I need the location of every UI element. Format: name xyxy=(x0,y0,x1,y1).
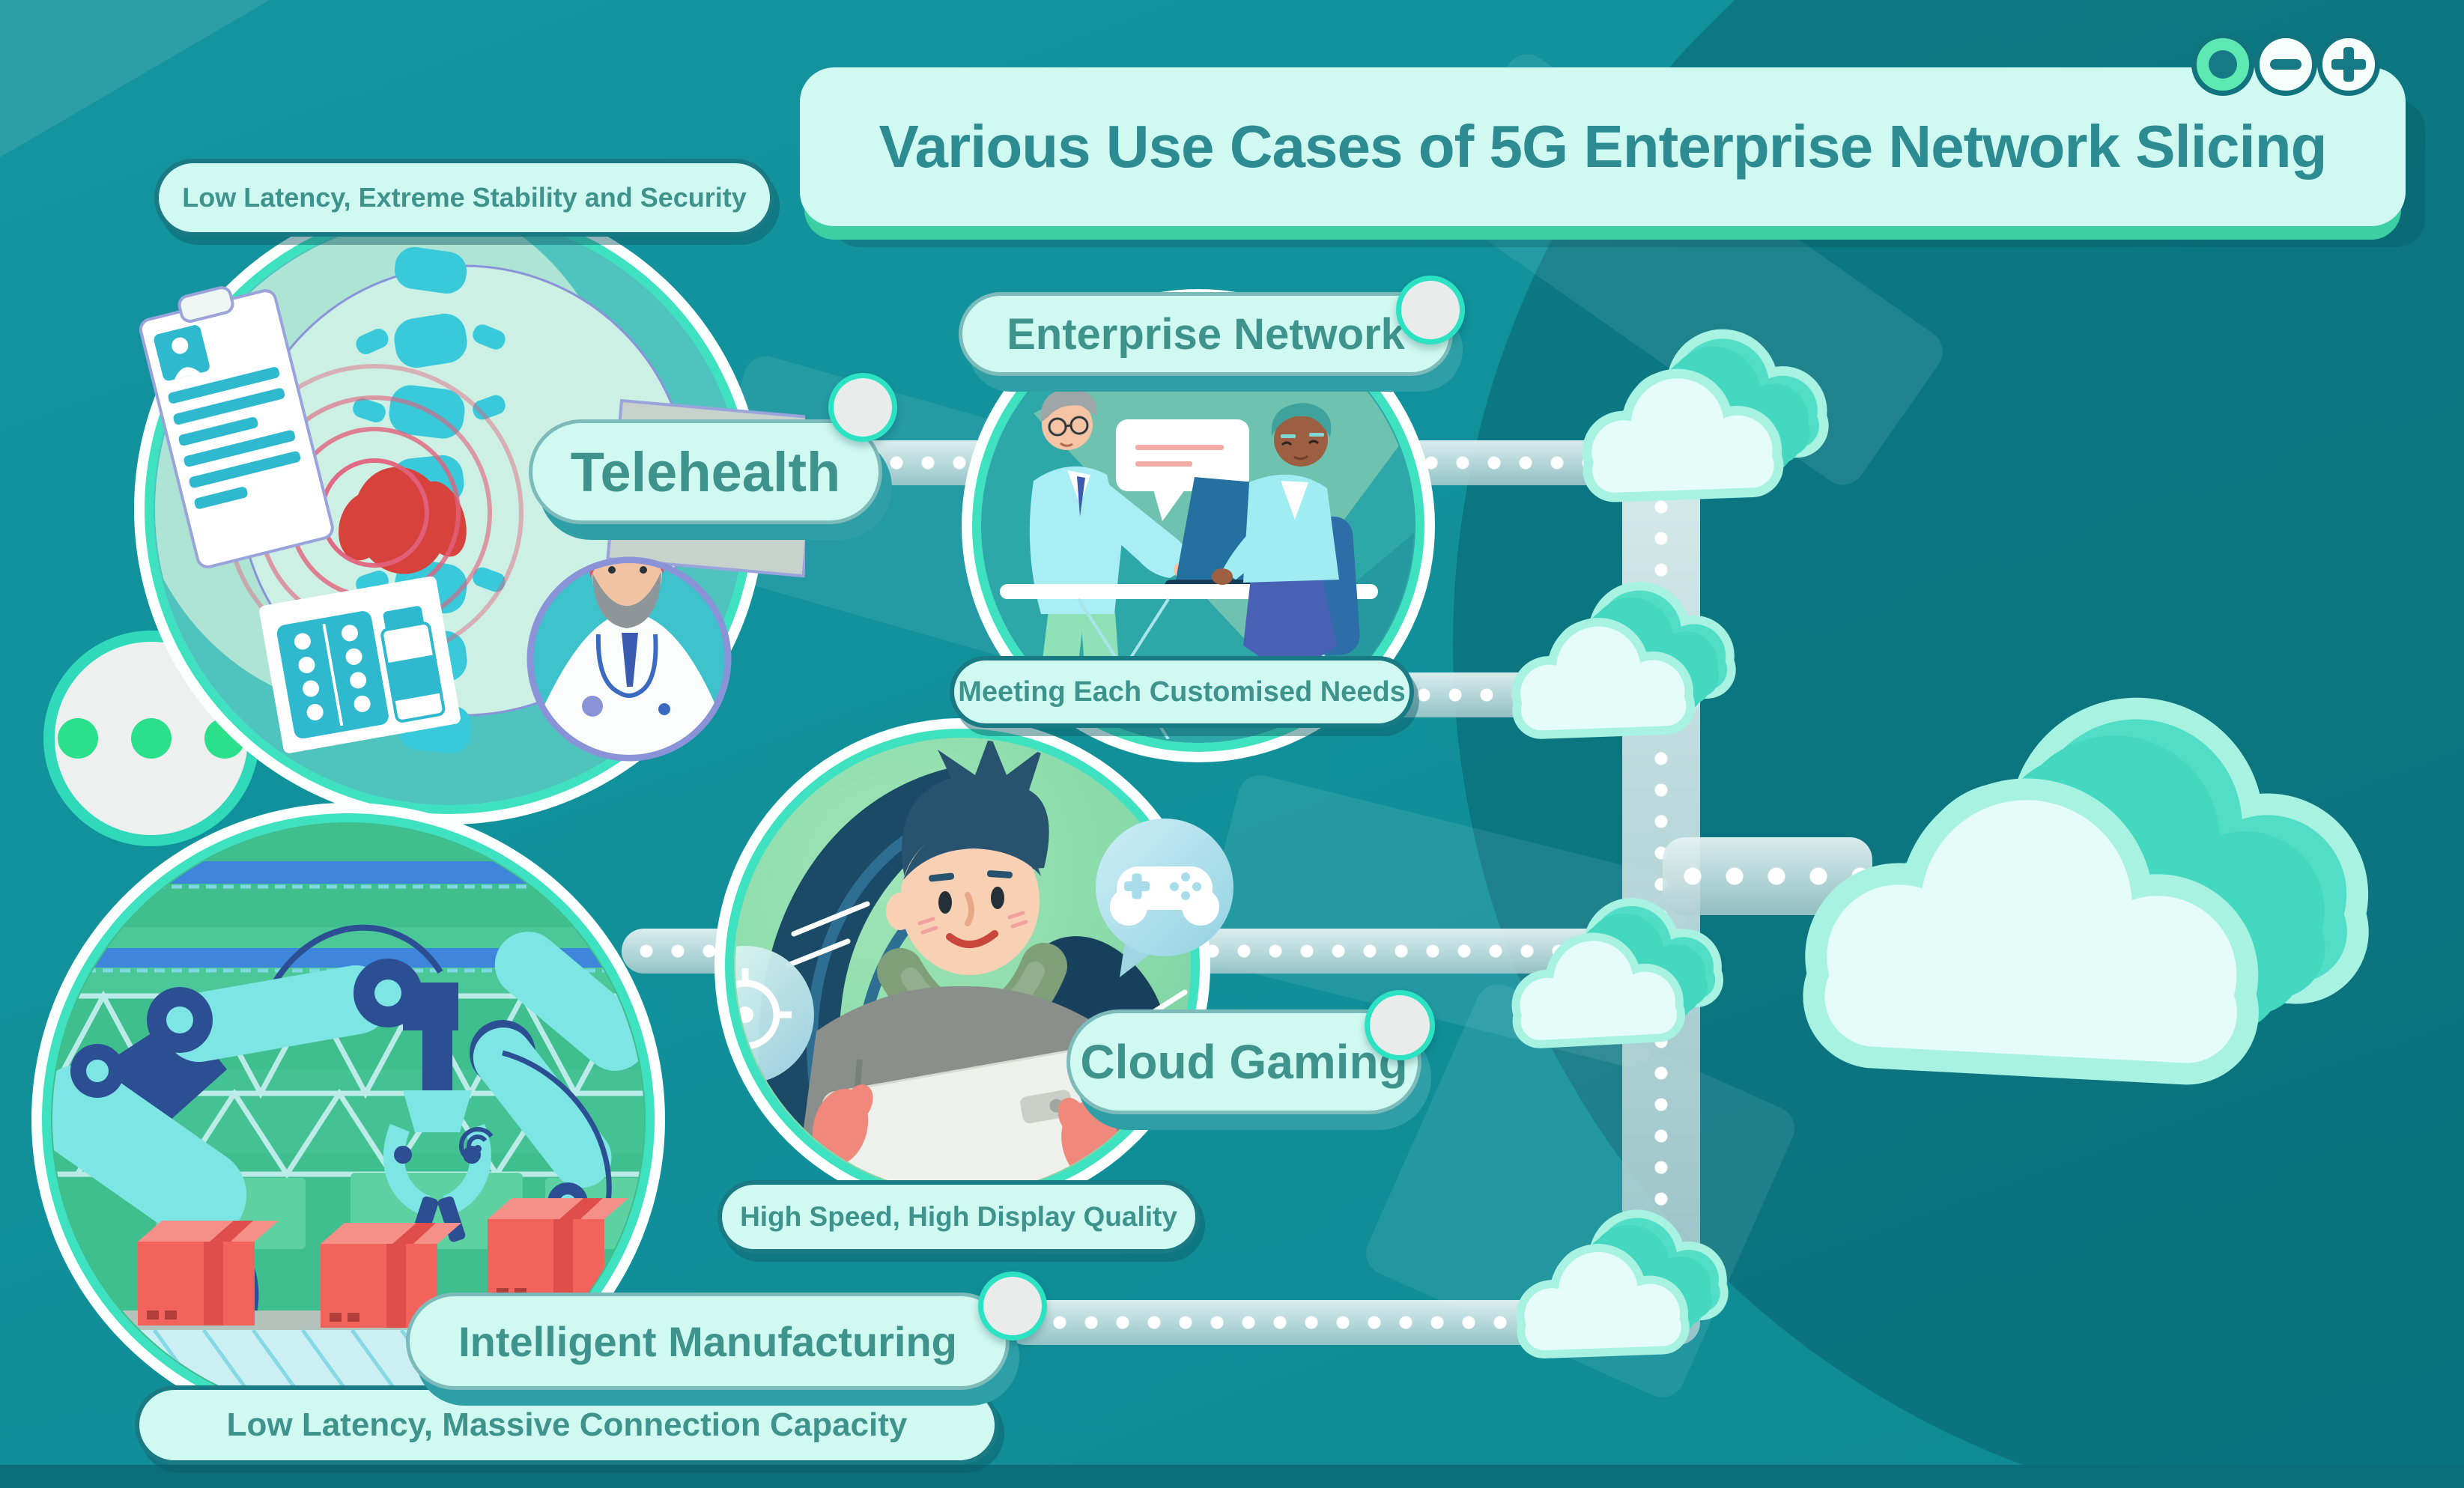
spine-graphic xyxy=(353,246,506,754)
cargo-box xyxy=(488,1198,628,1303)
corner-decor xyxy=(0,0,270,157)
enterprise-network-caption: Meeting Each Customised Needs xyxy=(950,656,1414,728)
intelligent-manufacturing-caption: Low Latency, Massive Connection Capacity xyxy=(135,1385,999,1465)
intelligent-manufacturing-label: Intelligent Manufacturing xyxy=(406,1293,1010,1390)
filled-circle-icon xyxy=(2209,50,2237,79)
enterprise-network-label: Enterprise Network xyxy=(959,292,1453,376)
gamepad-icon xyxy=(1110,866,1219,926)
cloud-gaming-caption: High Speed, High Display Quality xyxy=(717,1180,1200,1254)
cloud-node-icon xyxy=(1579,325,1830,503)
telehealth-node-pin xyxy=(828,373,897,442)
enterprise-network-node-pin xyxy=(1396,276,1465,344)
ellipsis-dot-icon xyxy=(58,718,98,759)
gamer-boy xyxy=(794,739,1153,1193)
telehealth-caption: Low Latency, Extreme Stability and Secur… xyxy=(154,159,774,237)
ellipsis-dot-icon xyxy=(204,718,245,759)
speech-bubble-icon xyxy=(1116,419,1249,521)
cloud-node-icon xyxy=(1509,578,1738,741)
cloud-gaming-illustration: OPPO xyxy=(734,738,1233,1194)
robot-arm-left xyxy=(52,1013,386,1415)
page-title: Various Use Cases of 5G Enterprise Netwo… xyxy=(879,113,2328,180)
title-banner: Various Use Cases of 5G Enterprise Netwo… xyxy=(800,67,2406,226)
intelligent-manufacturing-node-pin xyxy=(978,1272,1047,1340)
minimize-button[interactable] xyxy=(2254,33,2317,96)
robot-arm-right xyxy=(459,908,644,1330)
workbenches xyxy=(156,1173,643,1249)
record-button[interactable] xyxy=(2191,33,2254,96)
plus-icon xyxy=(2331,47,2366,82)
ellipsis-dot-icon xyxy=(131,718,172,759)
factory-truss xyxy=(52,990,644,1179)
cloud-hub-icon xyxy=(1799,686,2381,1089)
patient-clipboard-icon xyxy=(139,286,334,568)
inflamed-disc-graphic xyxy=(225,364,524,662)
headset-graphic xyxy=(758,768,1026,1191)
add-button[interactable] xyxy=(2317,33,2380,96)
table xyxy=(1000,584,1378,599)
footer-strip xyxy=(0,1465,2464,1488)
cargo-box xyxy=(138,1221,279,1325)
pill-blister-icon xyxy=(259,576,461,753)
cloud-node-icon xyxy=(1508,893,1725,1050)
telehealth-label: Telehealth xyxy=(529,419,882,524)
doctor-avatar xyxy=(527,556,732,762)
cloud-gaming-node-pin xyxy=(1365,990,1435,1060)
laptop-icon xyxy=(1165,477,1326,592)
cloud-node-icon xyxy=(1514,1206,1729,1360)
robot-arm-center xyxy=(147,924,491,1242)
minus-icon xyxy=(2270,59,2301,70)
